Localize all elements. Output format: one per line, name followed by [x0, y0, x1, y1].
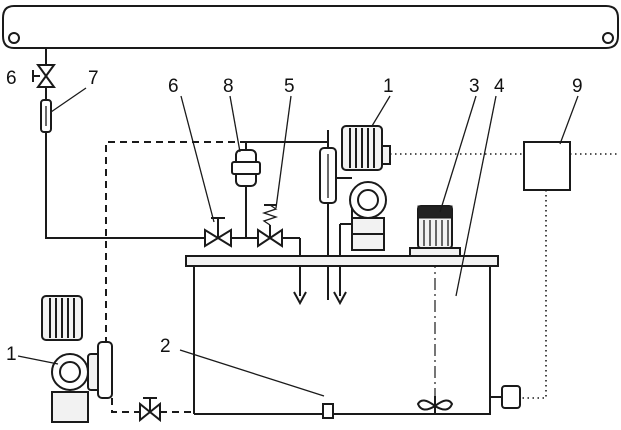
- tank: [185, 255, 499, 415]
- signal-line-sensor: [520, 190, 547, 399]
- main-pipe: [2, 5, 619, 49]
- damper-pipe: [245, 141, 328, 238]
- label-valve-6-left: 6: [6, 68, 17, 89]
- leader-7: [50, 87, 87, 113]
- controller: [523, 141, 571, 191]
- label-pump-1-top: 1: [383, 76, 394, 97]
- leader-6: [180, 95, 215, 223]
- leader-3: [439, 95, 477, 213]
- leader-5: [275, 95, 292, 209]
- dosing-pump-top: [341, 125, 391, 251]
- label-pump-1-left: 1: [6, 344, 17, 365]
- leader-2: [179, 349, 325, 397]
- relief-valve: [257, 204, 283, 248]
- bottom-suction: [111, 397, 194, 423]
- injection-valve: [32, 48, 56, 100]
- level-probe: [322, 403, 334, 419]
- control-line-left: [105, 141, 246, 368]
- tank-sensor: [490, 385, 521, 409]
- label-relief-5: 5: [284, 76, 295, 97]
- label-mixer-3: 3: [469, 76, 480, 97]
- dosing-pump-left: [41, 295, 113, 423]
- label-probe-2: 2: [160, 336, 171, 357]
- label-tank-4: 4: [494, 76, 505, 97]
- pulsation-damper: [231, 142, 261, 187]
- shutoff-valve: [204, 217, 232, 248]
- label-valve-6: 6: [168, 76, 179, 97]
- leader-1-top: [371, 95, 391, 127]
- suction-column: [319, 130, 352, 300]
- label-controller-9: 9: [572, 76, 583, 97]
- label-line-7: 7: [88, 68, 99, 89]
- leader-9: [559, 95, 579, 145]
- leader-8: [229, 95, 241, 153]
- mixer: [409, 205, 461, 414]
- injection-nozzle: [40, 99, 52, 133]
- label-damper-8: 8: [223, 76, 234, 97]
- leader-4: [455, 95, 497, 297]
- dosing-line: [45, 132, 205, 239]
- leader-1-left: [17, 355, 59, 365]
